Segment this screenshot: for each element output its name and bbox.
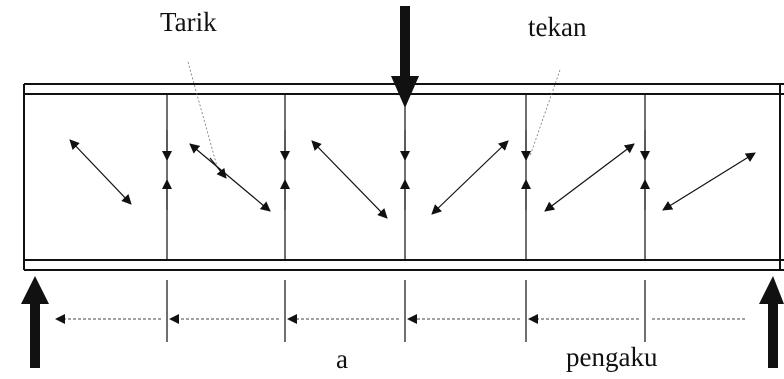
tension-label: Tarik bbox=[160, 7, 217, 37]
tension-diagonal-arrow bbox=[69, 139, 132, 205]
tarik-leader-arrow bbox=[209, 157, 227, 179]
tension-diagonal-arrow bbox=[544, 143, 635, 212]
applied-load-shaft bbox=[400, 6, 410, 80]
tension-field-arrows bbox=[69, 139, 756, 219]
compression-label: tekan bbox=[528, 12, 587, 42]
left-support-reaction bbox=[21, 276, 49, 368]
tarik-leader-line bbox=[187, 61, 219, 171]
stiffener-force-arrows bbox=[162, 130, 650, 210]
spacing-label: a bbox=[336, 344, 348, 374]
tension-diagonal-arrow bbox=[662, 152, 756, 211]
applied-load-arrow bbox=[391, 6, 419, 108]
left-reaction-shaft bbox=[30, 300, 40, 368]
right-reaction-shaft bbox=[768, 300, 778, 368]
left-reaction-head bbox=[21, 276, 49, 304]
stiffeners bbox=[166, 94, 646, 260]
tension-diagonal-arrow bbox=[189, 143, 271, 212]
right-reaction-head bbox=[759, 276, 784, 304]
tension-diagonal-arrow bbox=[431, 140, 509, 215]
stiffener-label: pengaku bbox=[566, 342, 658, 372]
dimension-ticks bbox=[166, 280, 646, 342]
tekan-leader-line bbox=[529, 69, 561, 157]
beam-outline bbox=[23, 83, 784, 271]
tension-diagonal-arrow bbox=[311, 140, 388, 219]
applied-load-head bbox=[391, 76, 419, 108]
label-leaders bbox=[187, 61, 561, 171]
spacing-dimension bbox=[55, 280, 745, 342]
right-support-reaction bbox=[759, 276, 784, 368]
